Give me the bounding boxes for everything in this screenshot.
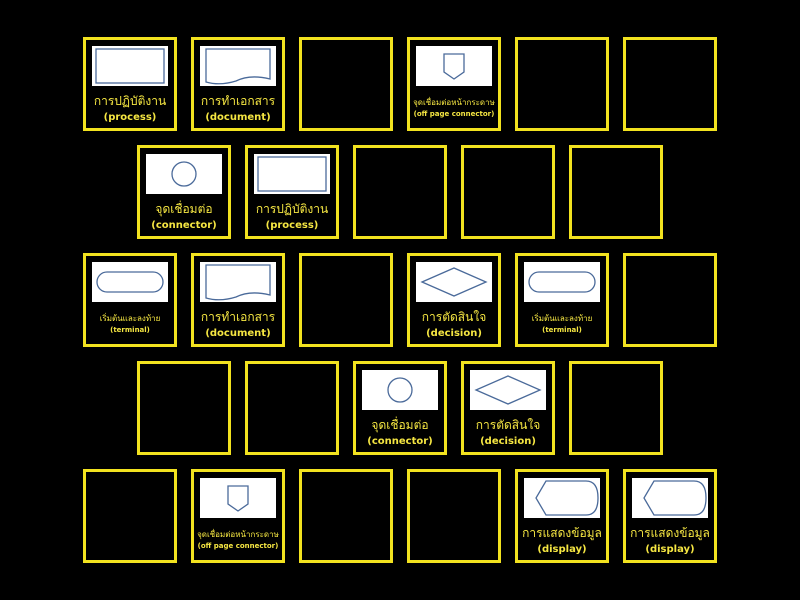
card-english-label: (connector)	[367, 436, 433, 447]
card-terminal[interactable]: เริ่มต้นและลงท้าย (terminal)	[83, 253, 177, 347]
card-offpage[interactable]: จุดเชื่อมต่อหน้ากระดาษ (off page connect…	[407, 37, 501, 131]
card-english-label: (display)	[537, 544, 587, 555]
card-empty[interactable]	[515, 37, 609, 131]
card-empty[interactable]	[569, 145, 663, 239]
card-empty[interactable]	[569, 361, 663, 455]
card-english-label: (off page connector)	[197, 542, 279, 550]
card-empty[interactable]	[353, 145, 447, 239]
decision-symbol-icon	[470, 370, 546, 410]
connector-symbol-icon	[146, 154, 222, 194]
card-thai-label: การแสดงข้อมูล	[522, 526, 602, 540]
offpage-symbol-icon	[200, 478, 276, 518]
card-english-label: (terminal)	[542, 326, 582, 334]
card-process[interactable]: การปฏิบัติงาน (process)	[245, 145, 339, 239]
card-thai-label: การปฏิบัติงาน	[255, 202, 329, 216]
card-empty[interactable]	[623, 37, 717, 131]
card-empty[interactable]	[245, 361, 339, 455]
offpage-symbol-icon	[416, 46, 492, 86]
document-symbol-icon	[200, 262, 276, 302]
document-symbol-icon	[200, 46, 276, 86]
terminal-symbol-icon	[92, 262, 168, 302]
card-english-label: (terminal)	[110, 326, 150, 334]
card-display[interactable]: การแสดงข้อมูล (display)	[515, 469, 609, 563]
card-english-label: (connector)	[151, 220, 217, 231]
card-english-label: (display)	[645, 544, 695, 555]
process-symbol-icon	[254, 154, 330, 194]
card-empty[interactable]	[83, 469, 177, 563]
card-thai-label: การทำเอกสาร	[200, 94, 276, 108]
card-thai-label: การทำเอกสาร	[200, 310, 276, 324]
card-thai-label: เริ่มต้นและลงท้าย	[99, 314, 161, 323]
card-english-label: (process)	[103, 112, 157, 123]
process-symbol-icon	[92, 46, 168, 86]
card-empty[interactable]	[299, 37, 393, 131]
card-thai-label: การปฏิบัติงาน	[93, 94, 167, 108]
card-thai-label: จุดเชื่อมต่อ	[155, 202, 213, 216]
card-empty[interactable]	[461, 145, 555, 239]
card-english-label: (decision)	[480, 436, 536, 447]
card-thai-label: การแสดงข้อมูล	[630, 526, 710, 540]
card-connector[interactable]: จุดเชื่อมต่อ (connector)	[353, 361, 447, 455]
card-thai-label: การตัดสินใจ	[421, 310, 487, 324]
card-decision[interactable]: การตัดสินใจ (decision)	[461, 361, 555, 455]
display-symbol-icon	[524, 478, 600, 518]
card-thai-label: การตัดสินใจ	[475, 418, 541, 432]
card-empty[interactable]	[137, 361, 231, 455]
decision-symbol-icon	[416, 262, 492, 302]
card-empty[interactable]	[407, 469, 501, 563]
card-display[interactable]: การแสดงข้อมูล (display)	[623, 469, 717, 563]
card-document[interactable]: การทำเอกสาร (document)	[191, 37, 285, 131]
card-decision[interactable]: การตัดสินใจ (decision)	[407, 253, 501, 347]
card-process[interactable]: การปฏิบัติงาน (process)	[83, 37, 177, 131]
card-thai-label: เริ่มต้นและลงท้าย	[531, 314, 593, 323]
card-english-label: (document)	[205, 328, 271, 339]
card-thai-label: จุดเชื่อมต่อ	[371, 418, 429, 432]
card-document[interactable]: การทำเอกสาร (document)	[191, 253, 285, 347]
card-thai-label: จุดเชื่อมต่อหน้ากระดาษ	[197, 530, 279, 539]
card-english-label: (process)	[265, 220, 319, 231]
terminal-symbol-icon	[524, 262, 600, 302]
card-terminal[interactable]: เริ่มต้นและลงท้าย (terminal)	[515, 253, 609, 347]
card-thai-label: จุดเชื่อมต่อหน้ากระดาษ	[413, 98, 495, 107]
card-english-label: (decision)	[426, 328, 482, 339]
card-empty[interactable]	[299, 253, 393, 347]
connector-symbol-icon	[362, 370, 438, 410]
card-english-label: (document)	[205, 112, 271, 123]
card-offpage[interactable]: จุดเชื่อมต่อหน้ากระดาษ (off page connect…	[191, 469, 285, 563]
card-empty[interactable]	[299, 469, 393, 563]
card-empty[interactable]	[623, 253, 717, 347]
card-connector[interactable]: จุดเชื่อมต่อ (connector)	[137, 145, 231, 239]
card-english-label: (off page connector)	[413, 110, 495, 118]
display-symbol-icon	[632, 478, 708, 518]
